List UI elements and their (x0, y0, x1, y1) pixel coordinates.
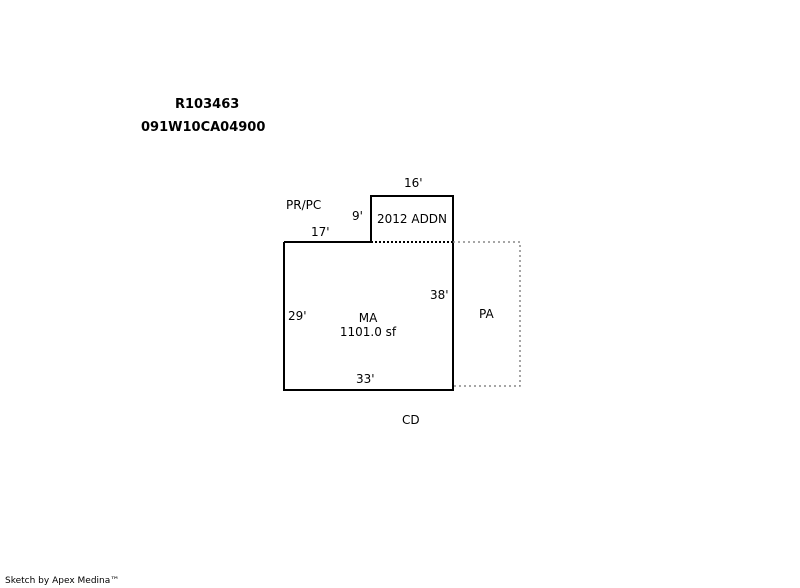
dimension-bottom: 33' (356, 372, 375, 386)
account-id: R103463 (175, 97, 240, 112)
addition-label: 2012 ADDN (377, 212, 448, 226)
main-area-size: 1101.0 sf (339, 325, 397, 339)
patio-label: PA (479, 307, 494, 321)
sketch-credit: Sketch by Apex Medina™ (5, 576, 120, 586)
dimension-top-addition: 16' (404, 176, 423, 190)
dimension-top-main: 17' (311, 225, 330, 239)
parcel-id: 091W10CA04900 (141, 120, 266, 135)
porch-label: PR/PC (286, 198, 322, 212)
main-area-code: MA (358, 311, 378, 325)
dimension-right-side: 38' (430, 288, 449, 302)
dimension-left-side: 29' (288, 309, 307, 323)
dimension-addition-side: 9' (352, 209, 363, 223)
deck-label: CD (402, 413, 420, 427)
